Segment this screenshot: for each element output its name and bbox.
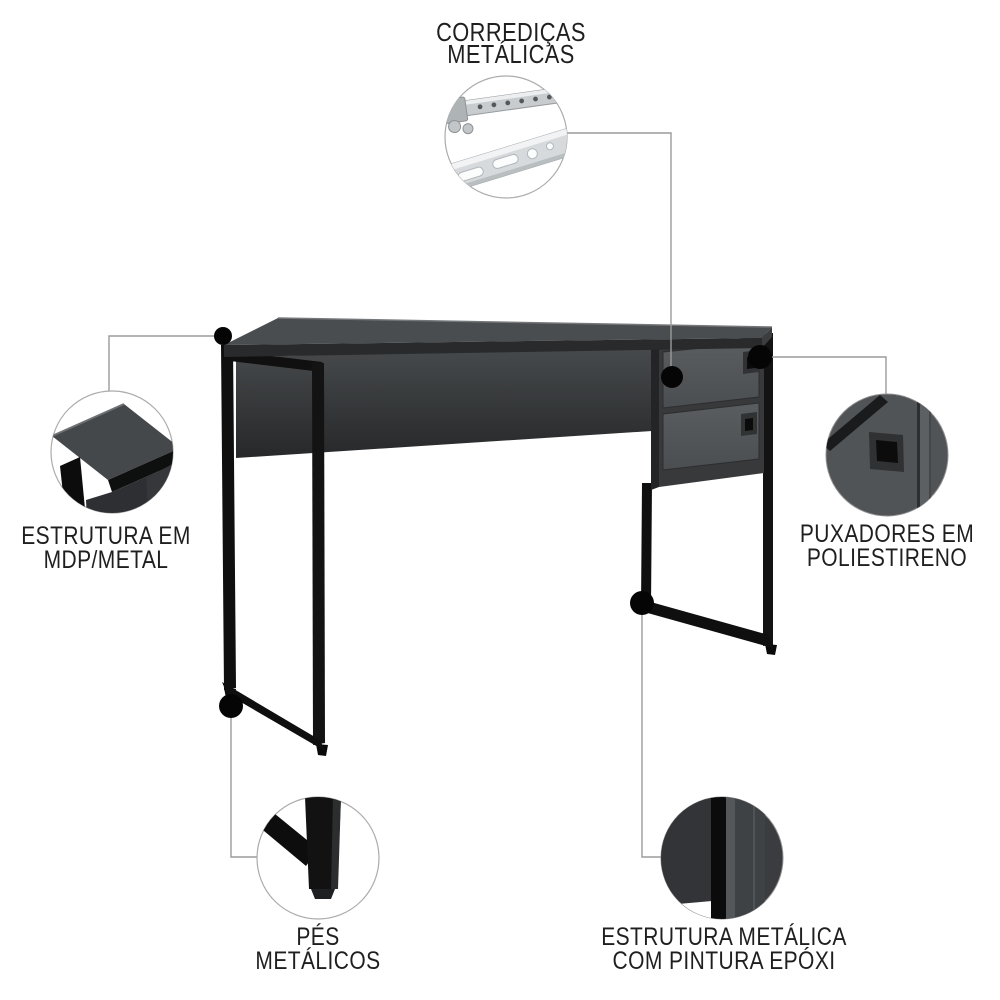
callout-circle-mdp bbox=[50, 390, 174, 514]
callout-circle-slides bbox=[444, 75, 568, 199]
connector-slides bbox=[566, 132, 672, 372]
label-line: PÉS bbox=[296, 923, 340, 951]
dot-handles bbox=[748, 345, 772, 369]
connector-frame bbox=[641, 608, 662, 858]
label-estrutura-mdp-metal: ESTRUTURA EM MDP/METAL bbox=[5, 522, 207, 574]
label-line: ESTRUTURA METÁLICA bbox=[601, 923, 847, 951]
drawer-2 bbox=[662, 402, 760, 471]
right-leg bbox=[640, 333, 777, 655]
dot-frame bbox=[630, 591, 654, 615]
callout-circle-feet bbox=[256, 796, 380, 920]
dot-mdp bbox=[214, 327, 232, 345]
modesty-panel bbox=[236, 347, 652, 458]
label-line: MDP/METAL bbox=[43, 546, 169, 574]
label-pes-metalicos: PÉS METÁLICOS bbox=[217, 923, 419, 975]
dot-feet bbox=[219, 694, 243, 718]
drawer-unit bbox=[651, 336, 764, 490]
leg-frame-closeup-icon bbox=[661, 797, 765, 919]
connector-handles bbox=[765, 356, 887, 395]
label-corredicas-metalicas: CORREDIÇAS METÁLICAS bbox=[410, 17, 612, 69]
label-estrutura-metalica-epoxi: ESTRUTURA METÁLICA COM PINTURA EPÓXI bbox=[598, 923, 850, 975]
callout-dots bbox=[214, 327, 772, 718]
callout-circle-handles bbox=[825, 393, 949, 517]
metal-foot-closeup-icon bbox=[257, 797, 341, 899]
dot-slides bbox=[661, 366, 683, 388]
label-line: CORREDIÇAS bbox=[436, 17, 586, 47]
desktop bbox=[224, 317, 773, 357]
connector-mdp bbox=[108, 335, 223, 392]
label-line: ESTRUTURA EM bbox=[21, 522, 191, 550]
square-handle-closeup-icon bbox=[826, 394, 931, 516]
connector-lines bbox=[108, 132, 887, 858]
label-puxadores-poliestireno: PUXADORES EM POLIESTIRENO bbox=[786, 520, 988, 572]
drawer-slide-rails-icon bbox=[445, 85, 567, 194]
label-line: METÁLICOS bbox=[255, 947, 381, 975]
connector-feet bbox=[230, 710, 258, 858]
label-line: COM PINTURA EPÓXI bbox=[612, 947, 836, 975]
label-line: POLIESTIRENO bbox=[806, 544, 968, 572]
desk bbox=[221, 317, 777, 756]
label-line: METÁLICAS bbox=[447, 39, 575, 69]
label-line: PUXADORES EM bbox=[799, 520, 975, 548]
callout-circle-frame bbox=[660, 796, 784, 920]
